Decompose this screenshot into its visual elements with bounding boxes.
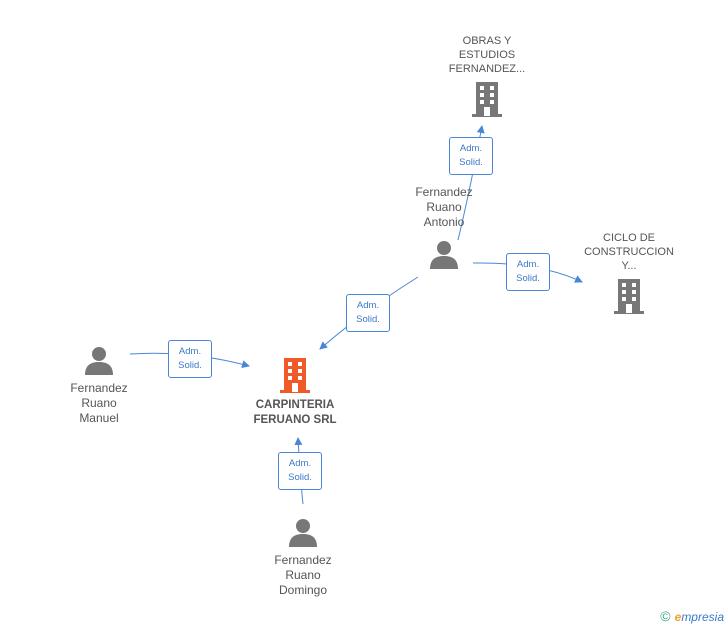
company-node-obras[interactable]: OBRAS Y ESTUDIOS FERNANDEZ... bbox=[427, 34, 547, 118]
empresia-logo[interactable]: ©empresia bbox=[660, 608, 724, 624]
person-label: Fernandez Ruano Antonio bbox=[415, 185, 473, 229]
person-label: Fernandez Ruano Manuel bbox=[70, 381, 128, 425]
building-icon bbox=[472, 82, 502, 117]
company-label: CARPINTERIA FERUANO SRL bbox=[253, 399, 337, 426]
person-icon bbox=[289, 519, 317, 547]
brand-initial: e bbox=[674, 610, 682, 624]
copyright-icon: © bbox=[660, 608, 671, 624]
person-icon bbox=[430, 241, 458, 269]
person-node-antonio[interactable]: Fernandez Ruano Antonio bbox=[396, 185, 492, 270]
person-node-domingo[interactable]: Fernandez Ruano Domingo bbox=[255, 518, 351, 598]
edge-label-antonio-carpinteria[interactable]: Adm. Solid. bbox=[346, 294, 390, 332]
person-label: Fernandez Ruano Domingo bbox=[274, 553, 332, 597]
building-icon bbox=[614, 279, 644, 314]
person-icon bbox=[85, 347, 113, 375]
company-node-ciclo[interactable]: CICLO DE CONSTRUCCION Y... bbox=[569, 231, 689, 315]
company-label: OBRAS Y ESTUDIOS FERNANDEZ... bbox=[448, 35, 526, 75]
edge-label-antonio-obras[interactable]: Adm. Solid. bbox=[449, 137, 493, 175]
company-node-carpinteria[interactable]: CARPINTERIA FERUANO SRL bbox=[235, 358, 355, 428]
edge-label-domingo-carpinteria[interactable]: Adm. Solid. bbox=[278, 452, 322, 490]
building-icon bbox=[280, 358, 310, 393]
brand-name: mpresia bbox=[681, 610, 724, 624]
company-label: CICLO DE CONSTRUCCION Y... bbox=[584, 232, 674, 272]
person-node-manuel[interactable]: Fernandez Ruano Manuel bbox=[51, 346, 147, 426]
edge-label-manuel-carpinteria[interactable]: Adm. Solid. bbox=[168, 340, 212, 378]
edge-label-antonio-ciclo[interactable]: Adm. Solid. bbox=[506, 253, 550, 291]
